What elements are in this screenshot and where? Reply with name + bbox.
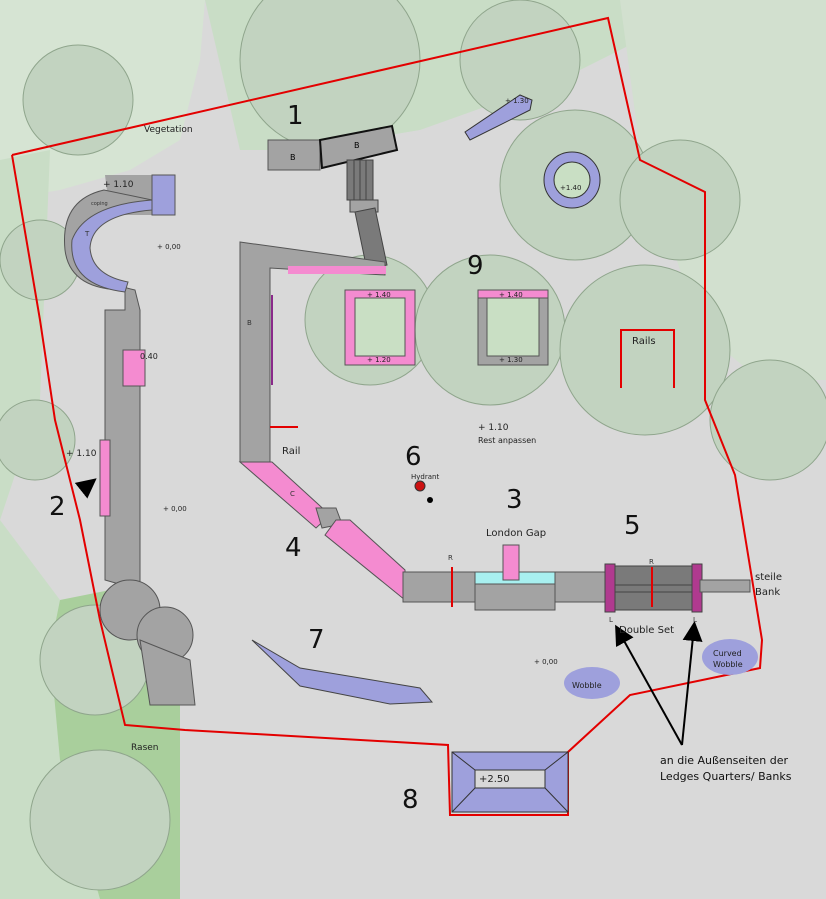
round-planter <box>543 151 601 209</box>
code-l-2: L <box>693 616 697 624</box>
code-l-1: L <box>609 616 613 624</box>
label-steile-bank-1: steile <box>755 572 782 583</box>
wobble <box>564 667 620 699</box>
top-bank <box>464 94 533 141</box>
label-rail: Rail <box>282 446 300 457</box>
zone-number-5: 5 <box>624 511 641 541</box>
height-planter1-bottom: + 1.20 <box>367 356 391 364</box>
label-london-gap: London Gap <box>486 528 546 539</box>
label-curved-wobble-2: Wobble <box>713 660 743 669</box>
annotation-line-1: an die Außenseiten der <box>660 754 789 767</box>
zone-number-8: 8 <box>402 785 419 815</box>
label-steile-bank-2: Bank <box>755 587 780 598</box>
label-vegetation: Vegetation <box>144 125 193 135</box>
height-ground-3: + 0,00 <box>534 658 558 666</box>
height-ground-1: + 0,00 <box>157 243 181 251</box>
zone-number-9: 9 <box>467 251 484 281</box>
zone-number-6: 6 <box>405 442 422 472</box>
code-c: C <box>290 490 295 498</box>
zone-9-planters <box>344 289 549 366</box>
annotation-line-2: Ledges Quarters/ Banks <box>660 770 792 783</box>
label-rails: Rails <box>632 336 656 347</box>
label-wobble: Wobble <box>572 681 602 690</box>
svg-text:B: B <box>354 141 360 150</box>
code-b: B <box>247 319 252 327</box>
curved-wobble <box>702 639 758 675</box>
label-curved-wobble-1: Curved <box>713 649 742 658</box>
code-t: T <box>84 230 90 238</box>
zone-number-7: 7 <box>308 625 325 655</box>
code-coping: coping <box>91 201 108 207</box>
annotation-arrows <box>74 478 703 746</box>
height-left-110: + 1.10 <box>66 449 97 459</box>
label-hydrant: Hydrant <box>411 473 439 481</box>
label-double-set: Double Set <box>619 625 674 636</box>
height-planter1-top: + 1.40 <box>367 291 391 299</box>
rails <box>620 329 675 388</box>
zone-number-1: 1 <box>287 101 304 131</box>
height-ground-2: + 0,00 <box>163 505 187 513</box>
height-planter2-top: + 1.40 <box>499 291 523 299</box>
zone-1-bank: B B <box>267 124 399 271</box>
height-center-110: + 1.10 <box>478 423 509 433</box>
zone-number-2: 2 <box>49 492 66 522</box>
height-ledge-040: 0.40 <box>140 352 158 361</box>
zone-6-hydrant <box>414 480 433 503</box>
zone-5-double-set <box>604 563 751 613</box>
zone-4-ledges <box>238 241 406 602</box>
label-rasen: Rasen <box>131 743 159 753</box>
height-top-corner: + 1.10 <box>103 180 134 190</box>
height-planter2-bottom: + 1.30 <box>499 356 523 364</box>
height-bank-top: + 1.30 <box>505 97 529 105</box>
height-round: +1.40 <box>560 184 581 192</box>
zone-7-transition <box>251 639 434 705</box>
code-r-1: R <box>448 554 453 562</box>
zone-number-3: 3 <box>506 485 523 515</box>
zone-2-quarter-ledges <box>63 174 196 706</box>
code-r-2: R <box>649 558 654 566</box>
zone-3-london-gap <box>402 544 609 611</box>
height-pyramid: +2.50 <box>479 774 510 785</box>
zone-number-4: 4 <box>285 533 302 563</box>
label-rest-anpassen: Rest anpassen <box>478 436 536 445</box>
zone-8-pyramid <box>451 751 569 813</box>
svg-text:B: B <box>290 153 296 162</box>
